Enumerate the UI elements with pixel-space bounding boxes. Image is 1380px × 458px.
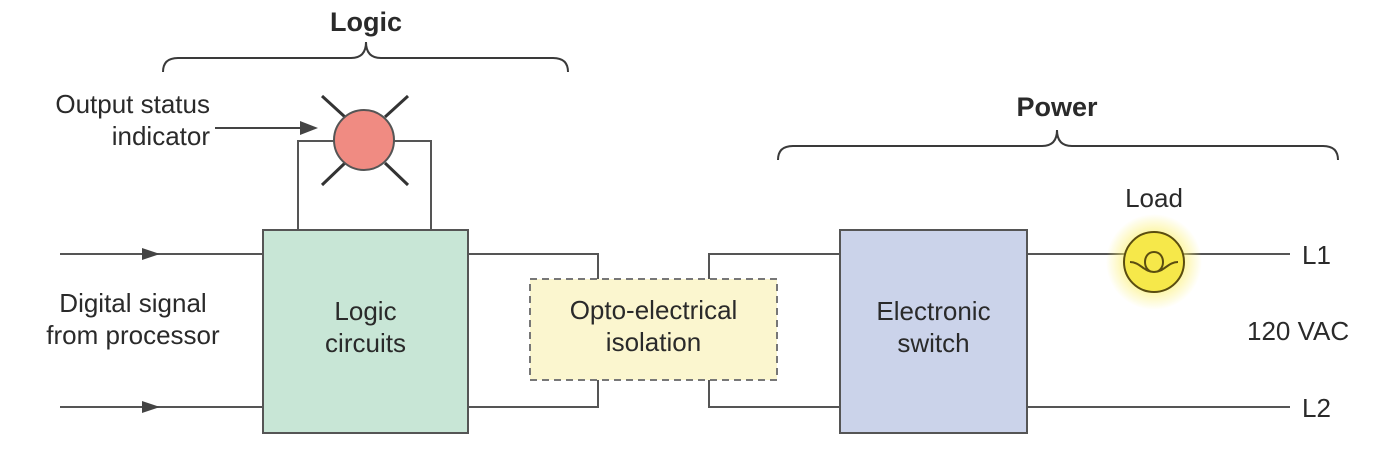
electronic-switch-block — [839, 229, 1028, 434]
input-signal-label: Digital signal from processor — [46, 288, 220, 350]
opto-isolation-block — [529, 278, 778, 381]
line-l1-label: L1 — [1302, 240, 1331, 270]
power-brace — [777, 129, 1339, 161]
power-section-title: Power — [1016, 92, 1098, 122]
isolation-to-switch-top — [708, 253, 840, 279]
logic-circuits-block — [262, 229, 469, 434]
output-status-indicator-label: Output status indicator — [55, 89, 210, 151]
logic-section-title: Logic — [330, 7, 402, 37]
line-l2-label: L2 — [1302, 393, 1331, 423]
logic-to-isolation-bottom — [468, 380, 599, 408]
load-label: Load — [1125, 183, 1183, 213]
input-arrow-top — [142, 248, 160, 260]
indicator-pointer-arrowhead — [300, 121, 318, 135]
input-arrow-bottom — [142, 401, 160, 413]
opto-isolation-label: Opto-electrical isolation — [569, 295, 738, 357]
output-status-lamp — [320, 94, 410, 187]
logic-to-isolation-top — [468, 253, 599, 279]
logic-brace — [162, 41, 569, 73]
voltage-label: 120 VAC — [1247, 316, 1350, 346]
load-lamp — [1106, 214, 1202, 310]
isolation-to-switch-bottom — [708, 380, 840, 408]
electronic-switch-label: Electronic switch — [876, 296, 991, 358]
logic-circuits-label: Logic circuits — [325, 296, 406, 358]
